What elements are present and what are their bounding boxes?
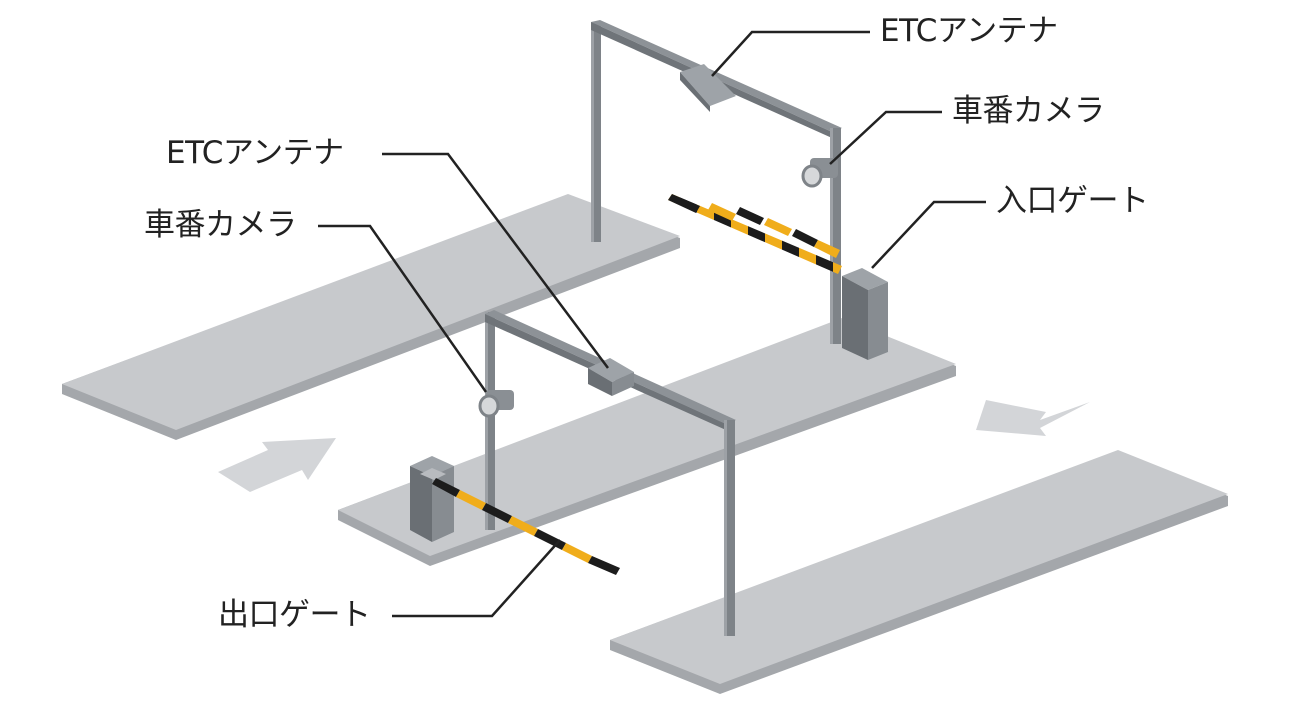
etc-antenna-entry-icon xyxy=(680,64,736,112)
label-exit-gate: 出口ゲート xyxy=(218,597,371,633)
entry-gate-box xyxy=(842,268,888,360)
label-entry-gate: 入口ゲート xyxy=(996,183,1149,219)
label-plate-camera-exit: 車番カメラ xyxy=(144,207,297,243)
exit-gate-box xyxy=(410,456,454,542)
exit-barrier-arm xyxy=(432,478,620,575)
leader-entry-gate xyxy=(871,200,986,269)
leader-lines xyxy=(318,30,986,618)
leader-etc-antenna-exit xyxy=(382,152,610,369)
entry-barrier-arm xyxy=(668,194,842,274)
etc-antenna-exit-icon xyxy=(588,358,634,396)
arrow-outbound-icon xyxy=(976,400,1090,436)
leader-plate-camera-exit xyxy=(318,224,488,393)
leader-etc-antenna-entry xyxy=(711,30,870,77)
leader-exit-gate xyxy=(392,539,561,618)
label-etc-antenna-entry: ETCアンテナ xyxy=(880,13,1058,49)
median-strip-front-right xyxy=(610,450,1228,694)
label-etc-antenna-exit: ETCアンテナ xyxy=(166,135,344,171)
plate-camera-exit-icon xyxy=(478,390,514,418)
leader-plate-camera-entry xyxy=(829,110,942,165)
arrow-inbound-icon xyxy=(218,438,336,492)
label-plate-camera-entry: 車番カメラ xyxy=(952,93,1105,129)
